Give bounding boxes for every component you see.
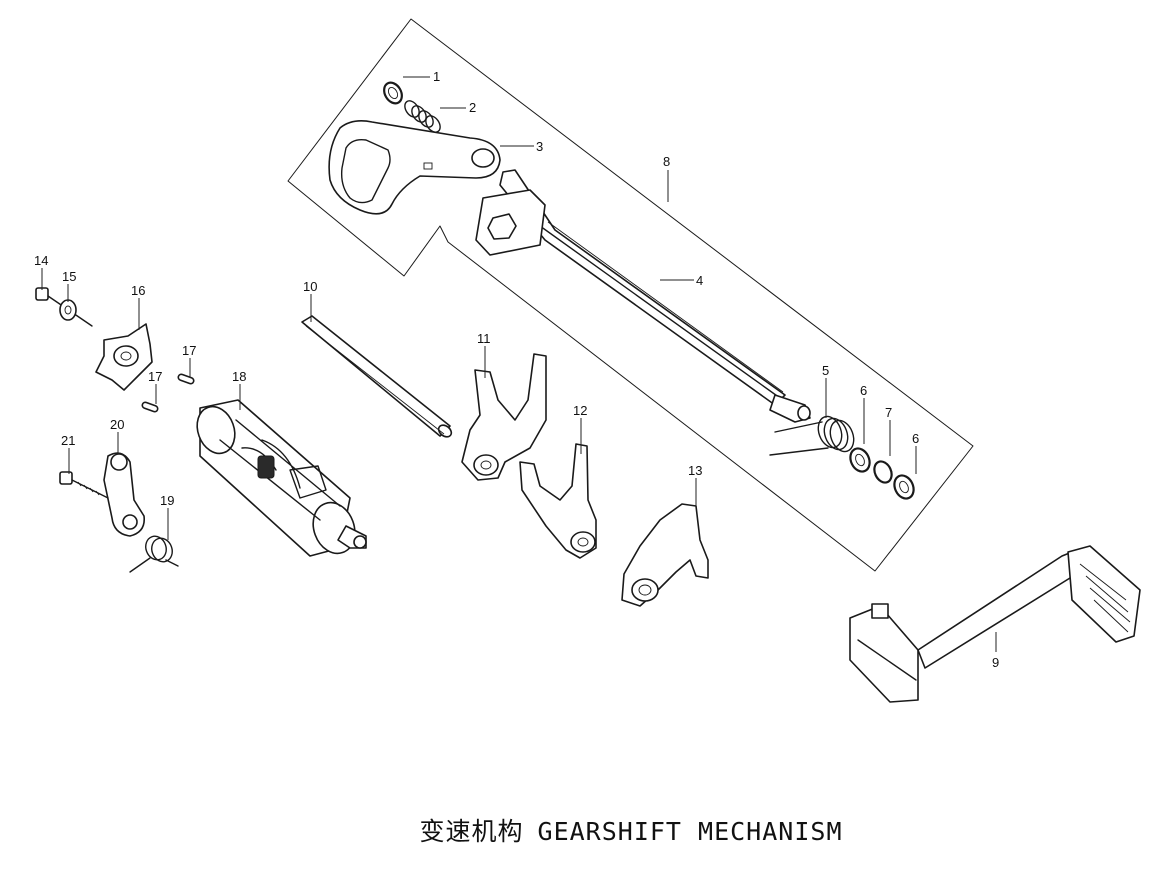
part-2-spring xyxy=(404,100,441,133)
part-16-star-cam xyxy=(95,323,153,391)
part-10-fork-shaft xyxy=(301,315,453,438)
callout-12: 12 xyxy=(573,403,587,418)
callout-8: 8 xyxy=(663,154,670,169)
part-6-washer-b xyxy=(893,474,915,500)
part-17-pin-b xyxy=(141,401,159,413)
part-11-shift-fork xyxy=(461,353,547,481)
part-3-shift-arm xyxy=(328,120,501,215)
part-17-pin-a xyxy=(177,373,195,385)
callout-7: 7 xyxy=(885,405,892,420)
callout-3: 3 xyxy=(536,139,543,154)
part-12-shift-fork xyxy=(519,443,597,559)
callout-18: 18 xyxy=(232,369,246,384)
part-18-shift-drum xyxy=(196,399,367,557)
callout-6a: 6 xyxy=(860,383,867,398)
diagram-caption: 变速机构 GEARSHIFT MECHANISM xyxy=(0,812,1166,848)
callout-17b: 17 xyxy=(148,369,162,384)
part-20-stopper-lever xyxy=(103,452,146,537)
callout-17a: 17 xyxy=(182,343,196,358)
assembly-8-outline xyxy=(287,18,974,572)
part-15-washer xyxy=(59,299,77,321)
leader-lines xyxy=(41,76,997,652)
callout-13: 13 xyxy=(688,463,702,478)
callout-10: 10 xyxy=(303,279,317,294)
part-19-spring xyxy=(129,535,179,573)
callout-1: 1 xyxy=(433,69,440,84)
callout-20: 20 xyxy=(110,417,124,432)
callout-19: 19 xyxy=(160,493,174,508)
part-13-shift-fork xyxy=(621,503,709,607)
part-1-circlip xyxy=(383,81,403,105)
caption-chinese: 变速机构 xyxy=(419,817,524,846)
callout-16: 16 xyxy=(131,283,145,298)
callout-6b: 6 xyxy=(912,431,919,446)
part-7-circlip xyxy=(873,460,893,484)
part-21-bolt xyxy=(59,471,109,499)
callout-15: 15 xyxy=(62,269,76,284)
callout-5: 5 xyxy=(822,363,829,378)
callout-2: 2 xyxy=(469,100,476,115)
callout-14: 14 xyxy=(34,253,48,268)
part-4-shift-shaft xyxy=(475,169,811,423)
callout-9: 9 xyxy=(992,655,999,670)
callout-21: 21 xyxy=(61,433,75,448)
part-5-torsion-spring xyxy=(769,415,855,456)
callout-11: 11 xyxy=(477,331,491,346)
callout-4: 4 xyxy=(696,273,703,288)
part-9-shift-pedal xyxy=(849,545,1141,703)
part-6-washer-a xyxy=(849,447,871,473)
caption-english: GEARSHIFT MECHANISM xyxy=(537,817,843,846)
